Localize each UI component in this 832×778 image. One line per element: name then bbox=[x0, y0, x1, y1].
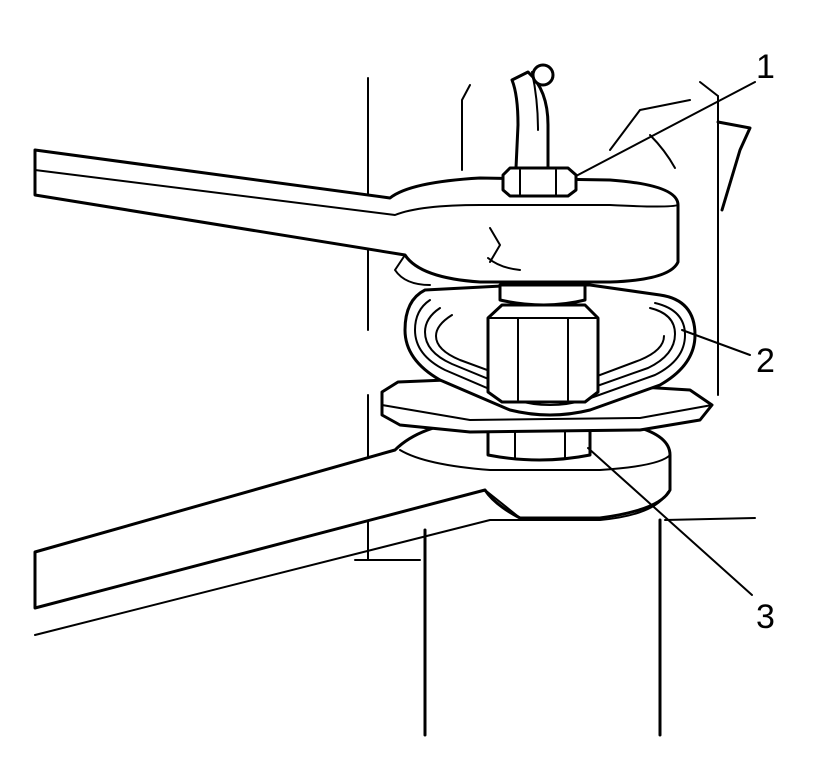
upper-hex-nut bbox=[501, 166, 578, 198]
lower-nut bbox=[486, 423, 592, 462]
callout-leader-1 bbox=[575, 81, 756, 177]
callout-label-3: 3 bbox=[756, 598, 775, 636]
callout-label-1: 1 bbox=[756, 48, 775, 86]
shock-absorber-tube bbox=[354, 517, 756, 737]
callout-leader-2 bbox=[681, 329, 751, 356]
callout-label-2: 2 bbox=[756, 342, 775, 380]
upper-wrench bbox=[33, 148, 680, 286]
callout-leaders bbox=[575, 81, 756, 596]
callout-leader-3 bbox=[587, 447, 753, 596]
strut-rod bbox=[510, 63, 555, 170]
callout-labels: 1 2 3 bbox=[756, 48, 775, 636]
center-hex-nut bbox=[486, 283, 600, 404]
